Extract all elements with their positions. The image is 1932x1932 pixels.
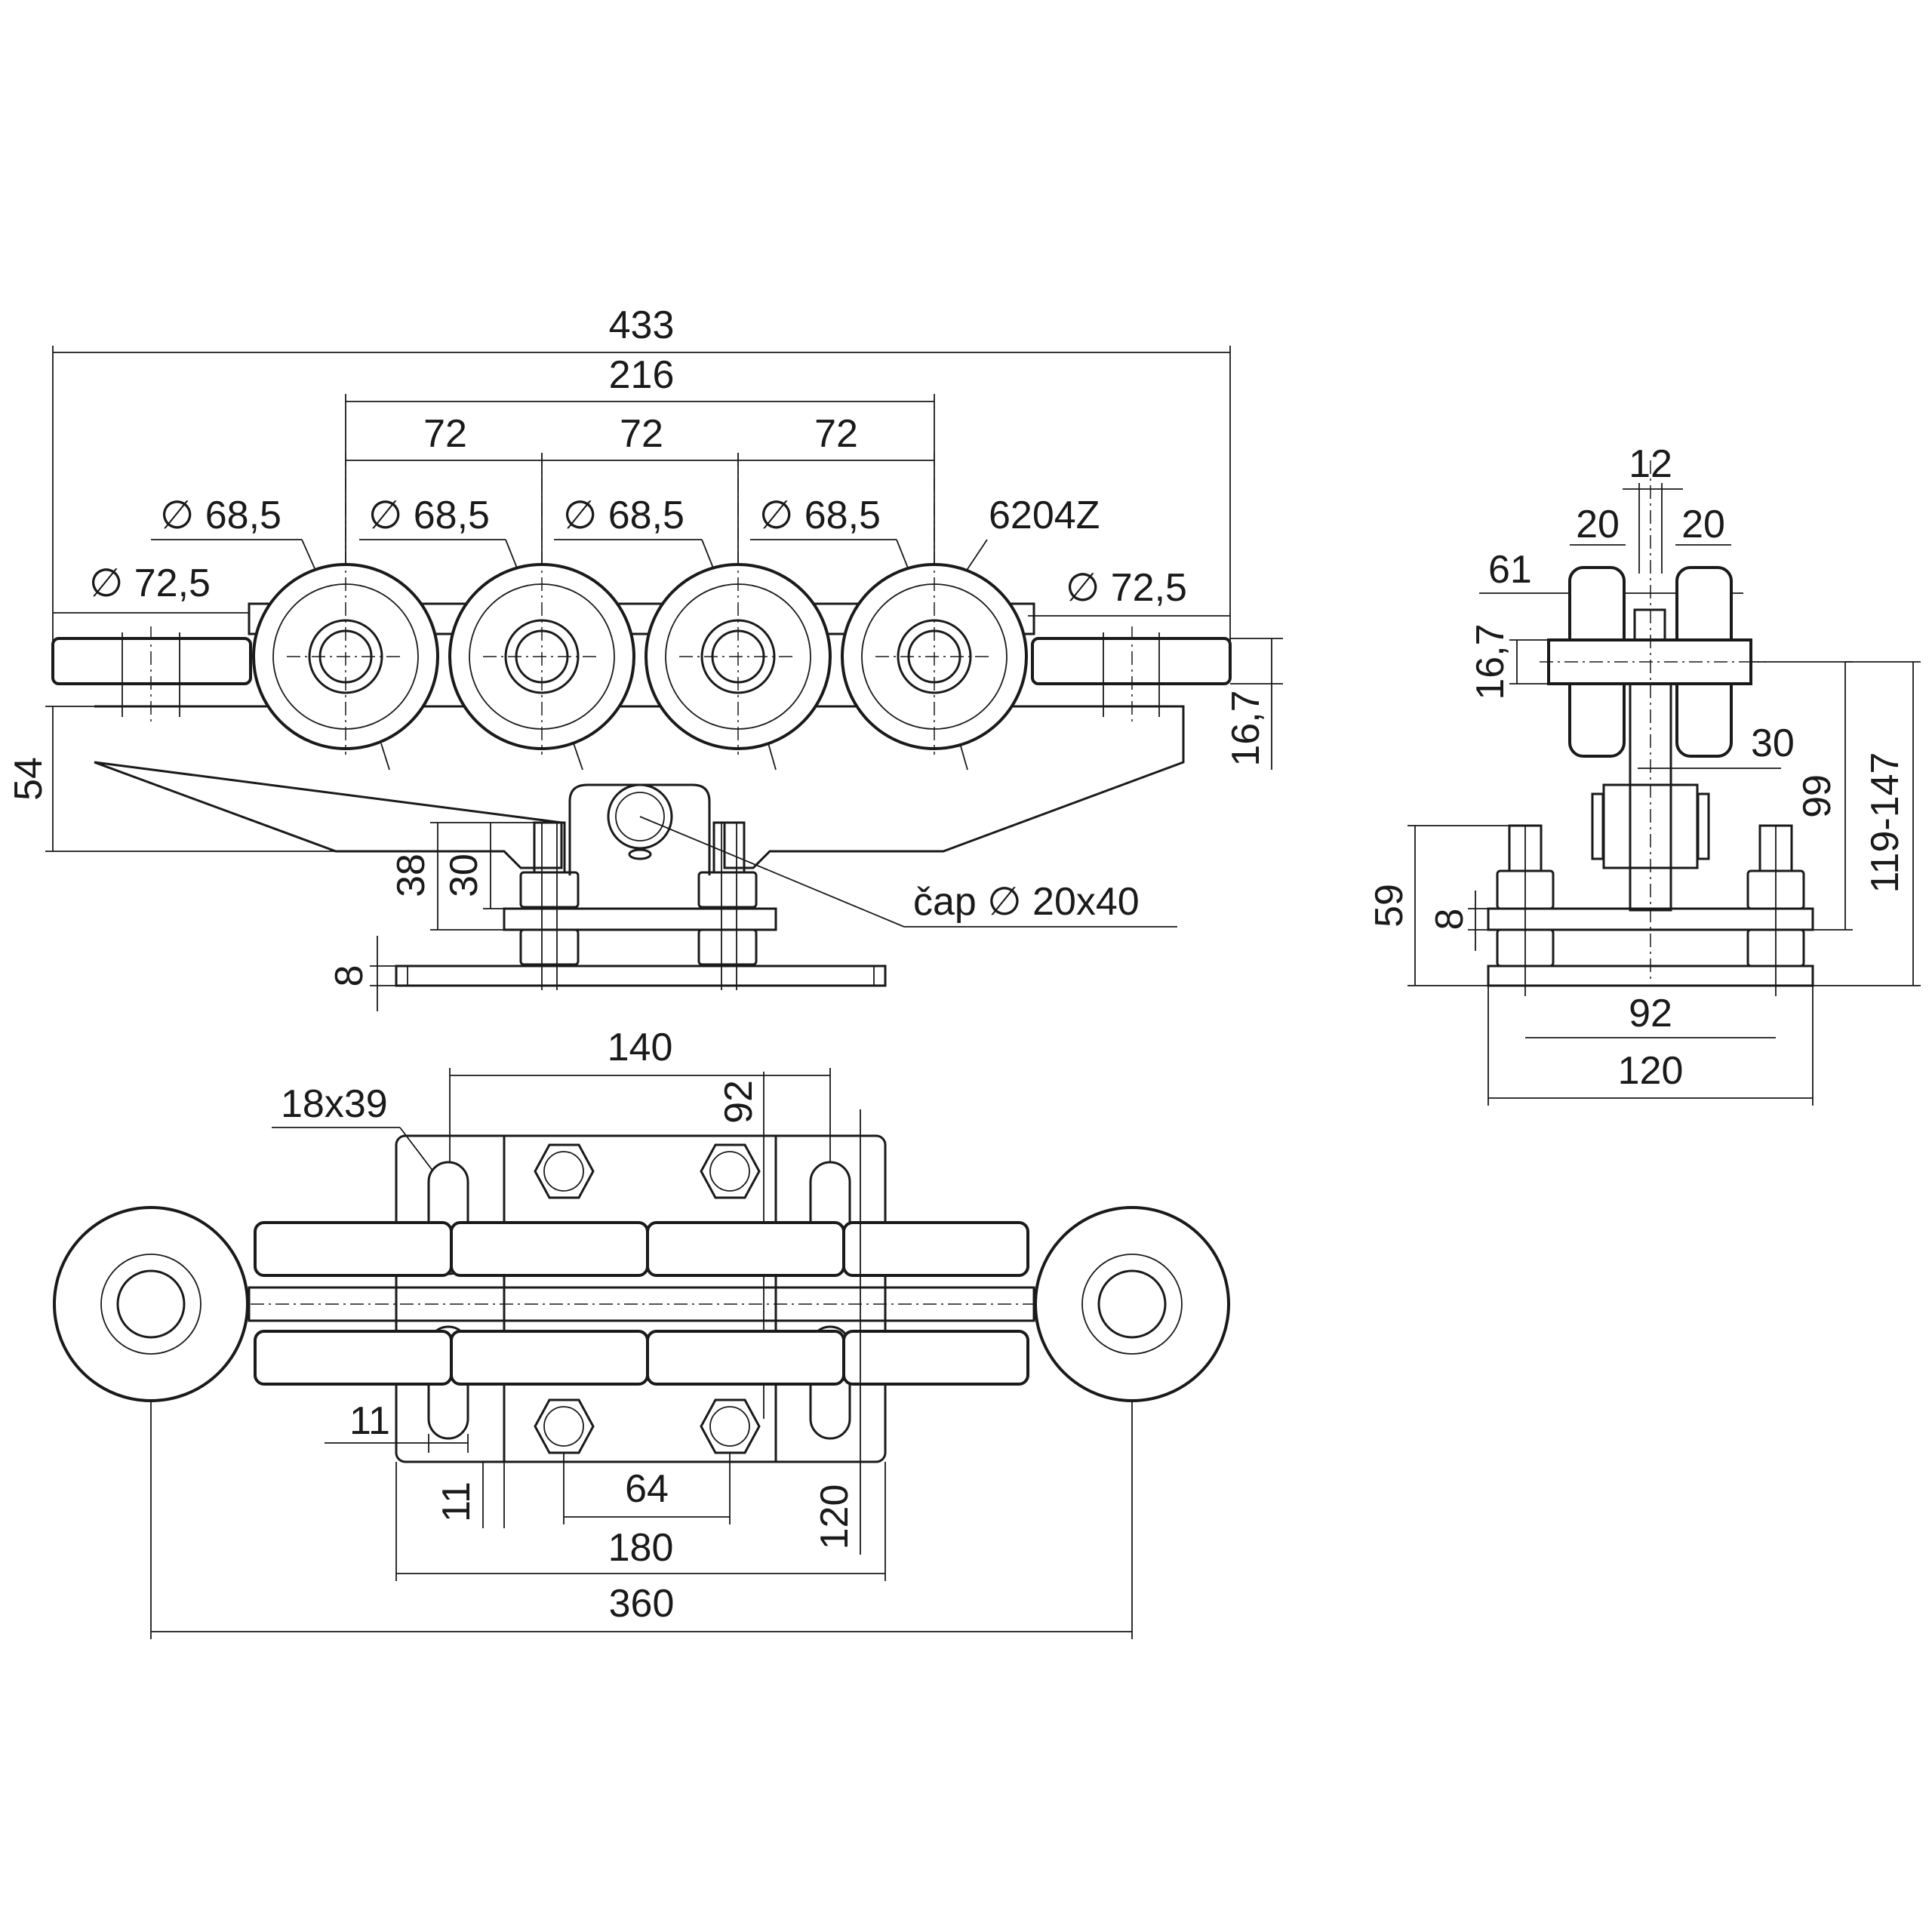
right-stud (712, 821, 746, 874)
top-wheel-4 (842, 1221, 1029, 1277)
bolt-spacing-label: 64 (625, 1467, 669, 1511)
pitch-2-label: 72 (620, 412, 663, 456)
top-wheel-1 (254, 1221, 453, 1277)
top-wheel-3 (646, 1221, 845, 1277)
hex-nut-top-right (700, 1143, 761, 1199)
side-bolt-spacing-label: 92 (1629, 992, 1672, 1035)
plate-thickness-label: 8 (328, 965, 371, 987)
bottom-wheel-3 (646, 1330, 845, 1386)
top-wheel-2 (450, 1221, 649, 1277)
slot-width-label: 11 (349, 1399, 390, 1443)
top-bar (248, 602, 1035, 635)
mounting-plate (503, 907, 777, 931)
pin-bracket (568, 783, 711, 875)
height-range-label: 119-147 (1863, 752, 1907, 894)
body-height-label: 54 (7, 757, 51, 801)
mounting-plate-side (1487, 907, 1814, 931)
hex-nut-bottom-right (700, 1398, 761, 1454)
axle-cap (1633, 608, 1666, 641)
bearing-label: 6204Z (989, 494, 1100, 537)
left-guide-roller (51, 637, 252, 685)
wheel-width-left-label: 20 (1576, 503, 1620, 546)
dim-plate-thickness: 8 (328, 936, 396, 1011)
wheel-dia-3-label: ∅ 68,5 (563, 494, 685, 537)
roller-span-label: 216 (609, 353, 675, 397)
carriage-body (94, 705, 1185, 869)
pitch-1-label: 72 (423, 412, 467, 456)
pin-circle (607, 783, 673, 850)
roller-3 (645, 453, 832, 771)
slot-size-label: 18x39 (281, 1082, 388, 1126)
guide-dia-right-label: ∅ 72,5 (1066, 566, 1187, 610)
bottom-wheel-1 (254, 1330, 453, 1386)
guide-dia-left-label: ∅ 72,5 (89, 561, 211, 605)
roller-4 (841, 453, 1028, 771)
hex-nut-bottom-left (534, 1398, 595, 1454)
dim-guide-thickness: 16,7 (1224, 638, 1283, 770)
mounting-plate-top (503, 1134, 777, 1463)
dim-body-height: 54 (7, 706, 336, 852)
front-view: 433 216 72 72 72 ∅ 68,5 ∅ 68,5 ∅ 68,5 ∅ … (7, 303, 1283, 1011)
height-59-label: 59 (1367, 884, 1411, 928)
dim-bracket-heights: 38 30 (389, 822, 534, 931)
guide-spacing-label: 360 (609, 1582, 675, 1626)
slot-spacing-label: 140 (608, 1026, 673, 1069)
dim-overall-length: 433 (52, 303, 1231, 641)
plate-length-label: 180 (608, 1526, 674, 1570)
right-upper-nut (697, 871, 758, 909)
left-upper-nut (519, 871, 580, 909)
base-plate-side (1487, 964, 1814, 987)
overall-length-label: 433 (609, 303, 675, 347)
pin-label: čap ∅ 20x40 (913, 880, 1140, 924)
right-guide-roller (1031, 637, 1232, 685)
guide-height-label: 61 (1488, 548, 1532, 592)
right-lower-nut (697, 928, 758, 966)
bracket-height-inner-label: 30 (442, 854, 486, 897)
wheel-dia-4-label: ∅ 68,5 (759, 494, 881, 537)
guide-thickness-label: 16,7 (1224, 690, 1268, 766)
wheel-dia-1-label: ∅ 68,5 (160, 494, 281, 537)
left-lower-nut (519, 928, 580, 966)
wheel-width-right-label: 20 (1681, 503, 1725, 546)
left-stud (533, 821, 566, 874)
hex-nut-top-left (534, 1143, 595, 1199)
pitch-3-label: 72 (814, 412, 858, 456)
bracket-height-outer-label: 38 (389, 854, 433, 897)
side-plate-width-label: 120 (1618, 1049, 1684, 1093)
side-view: 12 20 20 61 30 (1367, 442, 1921, 1106)
base-plate (395, 964, 887, 987)
side-guide-thickness-label: 16,7 (1469, 623, 1512, 700)
slot-offset-label: 11 (435, 1481, 478, 1522)
roller-1 (252, 453, 439, 771)
roller-2 (448, 453, 635, 771)
stem-side (1629, 682, 1672, 912)
height-99-label: 99 (1795, 774, 1839, 818)
top-view: 140 92 18x39 (53, 1026, 1230, 1639)
offset-label: 30 (1751, 721, 1795, 765)
bottom-wheel-2 (450, 1330, 649, 1386)
bottom-wheel-4 (842, 1330, 1029, 1386)
left-guide-wheel-top (53, 1206, 249, 1402)
slot-pitch-label: 92 (717, 1080, 761, 1124)
side-plate-thickness-label: 8 (1428, 909, 1472, 931)
wheel-dia-2-label: ∅ 68,5 (368, 494, 490, 537)
plate-width-label: 120 (813, 1484, 857, 1550)
right-guide-wheel-top (1034, 1206, 1230, 1402)
